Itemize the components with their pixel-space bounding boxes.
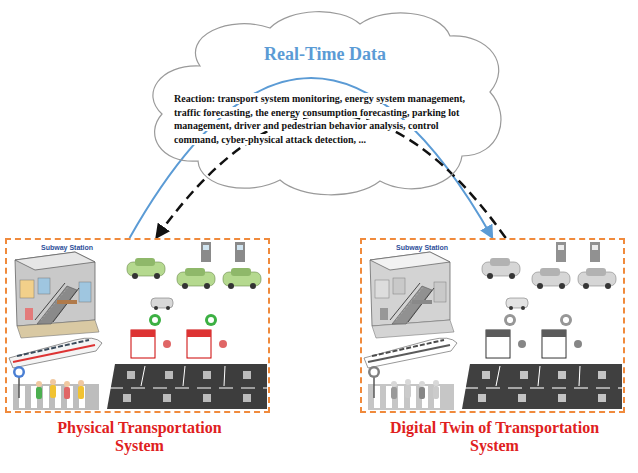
station-label: Subway Station — [41, 244, 93, 251]
system-panel: Physical Transportation SystemSubway Sta… — [5, 238, 270, 413]
cloud-title: Real-Time Data — [140, 44, 510, 65]
panel-caption: Physical Transportation System — [33, 419, 247, 456]
digital-twin-scene — [364, 242, 622, 410]
physical-scene — [9, 242, 267, 410]
system-panel: Digital Twin of Transportation SystemSub… — [360, 238, 625, 413]
realtime-data-arrow — [130, 78, 493, 238]
reaction-text: Reaction: transport system monitoring, e… — [174, 92, 480, 146]
panel-caption: Digital Twin of Transportation System — [388, 419, 602, 456]
cloud-node: Real-Time DataReaction: transport system… — [140, 6, 510, 198]
station-label: Subway Station — [396, 244, 448, 251]
cloud-shape — [153, 12, 501, 195]
